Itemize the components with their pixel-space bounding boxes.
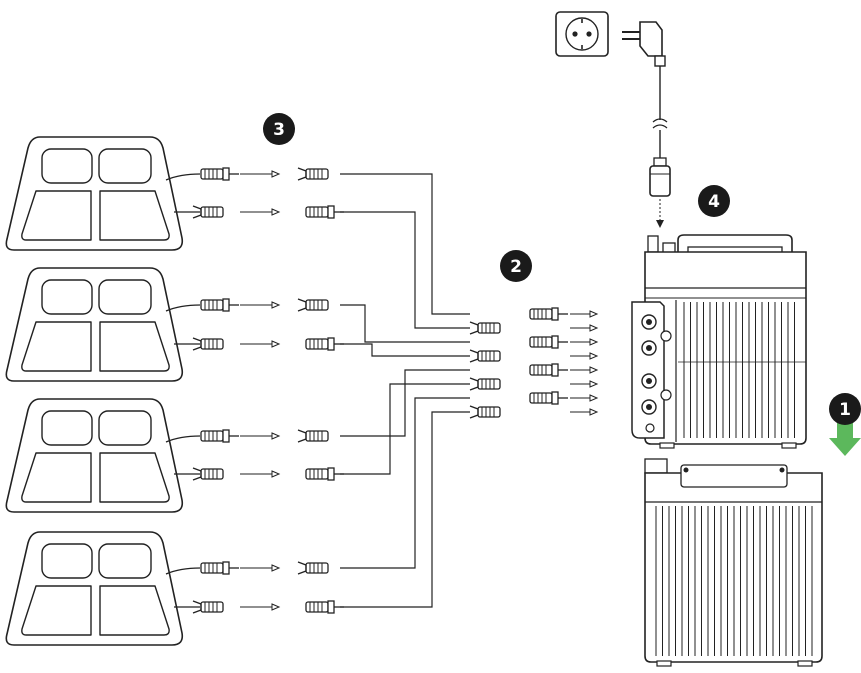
expansion-battery	[644, 458, 823, 667]
station-connector	[469, 321, 501, 335]
panel-connector	[200, 429, 239, 443]
arrow-tip	[589, 310, 599, 318]
pv-input-ports	[641, 314, 672, 433]
station-connector	[529, 391, 568, 405]
arrow-tip	[589, 352, 599, 360]
step-1-badge: 1	[829, 393, 861, 425]
arrow-tip	[589, 366, 599, 374]
arrow-tip	[589, 338, 599, 346]
step-number: 2	[510, 257, 522, 277]
arrow-tip	[589, 408, 599, 416]
arrow-tip	[271, 564, 281, 572]
down-arrow-icon	[829, 421, 861, 456]
panel-connector	[192, 337, 224, 351]
station-connector	[469, 377, 501, 391]
extension-connector	[305, 337, 344, 351]
extension-connector	[297, 298, 329, 312]
station-connector	[529, 335, 568, 349]
power-station	[631, 234, 807, 449]
arrow-tip	[271, 301, 281, 309]
extension-connector	[297, 429, 329, 443]
extension-connector	[297, 167, 329, 181]
solar-panel-2	[5, 267, 184, 382]
step-number: 1	[839, 400, 851, 420]
arrow-tip	[271, 470, 281, 478]
arrow-tip	[271, 170, 281, 178]
arrow-tip	[271, 603, 281, 611]
step-4-badge: 4	[698, 185, 730, 217]
solar-panel-3	[5, 398, 184, 513]
step-2-badge: 2	[500, 250, 532, 282]
extension-connector	[305, 205, 344, 219]
arrow-tip	[271, 208, 281, 216]
station-connector	[529, 363, 568, 377]
arrow-tip	[271, 432, 281, 440]
panel-cable-connectors	[165, 167, 344, 614]
station-connector	[529, 307, 568, 321]
solar-panel-4	[5, 531, 184, 646]
panel-connector	[192, 600, 224, 614]
station-connector	[469, 405, 501, 419]
arrow-tip	[589, 394, 599, 402]
panel-connector	[192, 467, 224, 481]
power-plug-icon	[622, 21, 671, 228]
station-port-connectors	[469, 307, 599, 419]
cable-wires	[340, 173, 470, 608]
panel-connector	[200, 167, 239, 181]
step-number: 3	[273, 120, 285, 140]
station-connector	[469, 349, 501, 363]
arrow-tip	[589, 324, 599, 332]
solar-panel-1	[5, 136, 184, 251]
panel-connector	[192, 205, 224, 219]
panel-connector	[200, 298, 239, 312]
extension-connector	[297, 561, 329, 575]
wall-socket-icon	[555, 11, 609, 57]
arrow-tip	[271, 340, 281, 348]
arrow-tip	[589, 380, 599, 388]
extension-connector	[305, 600, 344, 614]
panel-connector	[200, 561, 239, 575]
extension-connector	[305, 467, 344, 481]
step-3-badge: 3	[263, 113, 295, 145]
step-number: 4	[708, 192, 720, 212]
